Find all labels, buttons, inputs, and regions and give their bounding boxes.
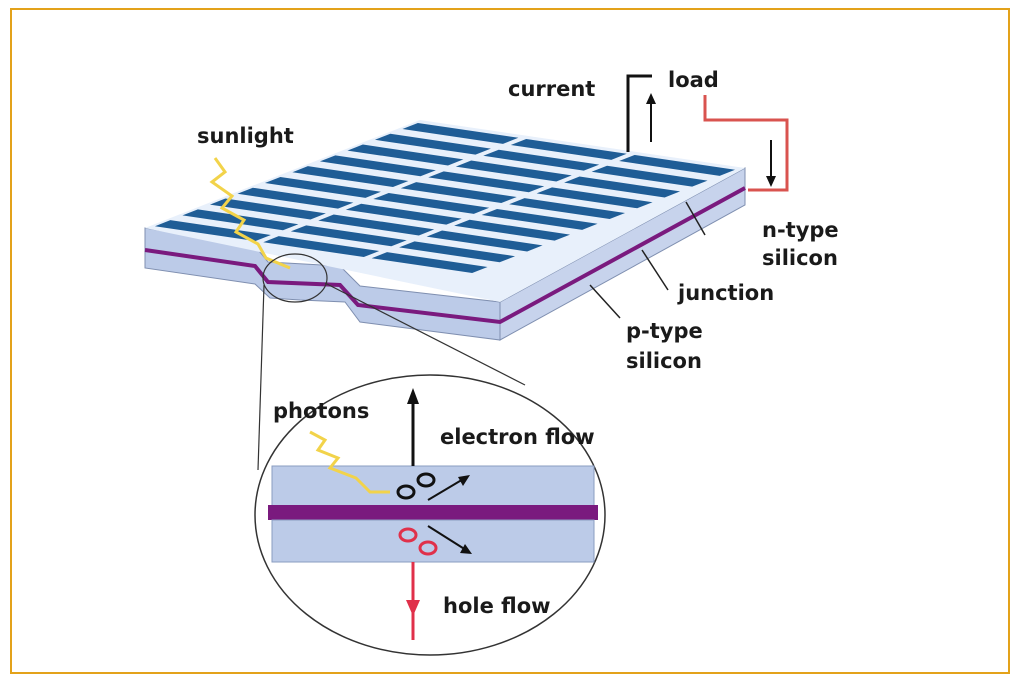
solar-cell bbox=[509, 198, 626, 220]
electron-flow-arrow-icon bbox=[407, 388, 419, 466]
p-type-label: p-type bbox=[626, 319, 703, 343]
n-type-label: n-type bbox=[762, 218, 839, 242]
solar-cell bbox=[510, 138, 627, 160]
n-type-silicon-label: silicon bbox=[762, 246, 838, 270]
solar-cell bbox=[373, 192, 490, 214]
hole-direction-arrow-icon bbox=[427, 525, 472, 554]
load-wire bbox=[703, 95, 789, 192]
photons-label: photons bbox=[273, 399, 369, 423]
current-wire bbox=[626, 74, 652, 152]
solar-cell bbox=[371, 252, 488, 274]
hole-flow-label: hole flow bbox=[443, 594, 551, 618]
solar-cell bbox=[481, 208, 598, 230]
solar-cell bbox=[564, 176, 681, 198]
hole-flow-arrow-icon bbox=[406, 562, 420, 640]
hole-icons bbox=[398, 527, 438, 556]
solar-cell bbox=[536, 187, 653, 209]
solar-cell bbox=[428, 171, 545, 193]
solar-cell bbox=[263, 236, 380, 258]
sunlight-label: sunlight bbox=[197, 124, 294, 148]
panel-side-faces bbox=[144, 167, 746, 341]
junction-label: junction bbox=[677, 281, 774, 305]
solar-cell bbox=[619, 154, 736, 176]
load-label: load bbox=[668, 68, 719, 92]
electron-icons bbox=[396, 472, 436, 500]
sunlight-ray-icon bbox=[209, 157, 291, 270]
solar-cell bbox=[290, 225, 407, 247]
solar-cell bbox=[347, 144, 464, 166]
solar-cell bbox=[591, 165, 708, 187]
solar-cell bbox=[455, 160, 572, 182]
callout-line-right bbox=[324, 282, 526, 386]
solar-cell bbox=[318, 214, 435, 236]
p-type-silicon-label: silicon bbox=[626, 349, 702, 373]
solar-cell bbox=[237, 187, 354, 209]
solar-cell bbox=[345, 203, 462, 225]
solar-cell bbox=[400, 182, 517, 204]
solar-cell bbox=[402, 122, 519, 144]
magnify-source-circle bbox=[262, 253, 328, 303]
solar-cell bbox=[374, 133, 491, 155]
solar-cells bbox=[154, 122, 736, 274]
solar-cell bbox=[399, 241, 516, 263]
junction-layer bbox=[268, 505, 598, 520]
current-label: current bbox=[508, 77, 595, 101]
solar-cell bbox=[182, 209, 299, 231]
solar-cell bbox=[319, 155, 436, 177]
electron-direction-arrow-icon bbox=[427, 475, 470, 501]
solar-cell bbox=[209, 198, 326, 220]
p-type-layer bbox=[271, 519, 595, 563]
solar-cell bbox=[454, 219, 571, 241]
electron-flow-label: electron flow bbox=[440, 425, 595, 449]
current-arrow-icon bbox=[646, 93, 656, 142]
solar-cell bbox=[426, 230, 543, 252]
photon-ray-icon bbox=[309, 430, 390, 494]
n-type-layer bbox=[271, 465, 595, 507]
solar-cell bbox=[292, 166, 409, 188]
image-frame bbox=[10, 8, 1010, 674]
junction-layer-line bbox=[144, 186, 746, 325]
callout-line-left bbox=[257, 284, 265, 471]
load-arrow-icon bbox=[766, 140, 776, 187]
label-pointers bbox=[589, 201, 706, 319]
solar-cell bbox=[483, 149, 600, 171]
solar-cell bbox=[264, 176, 381, 198]
